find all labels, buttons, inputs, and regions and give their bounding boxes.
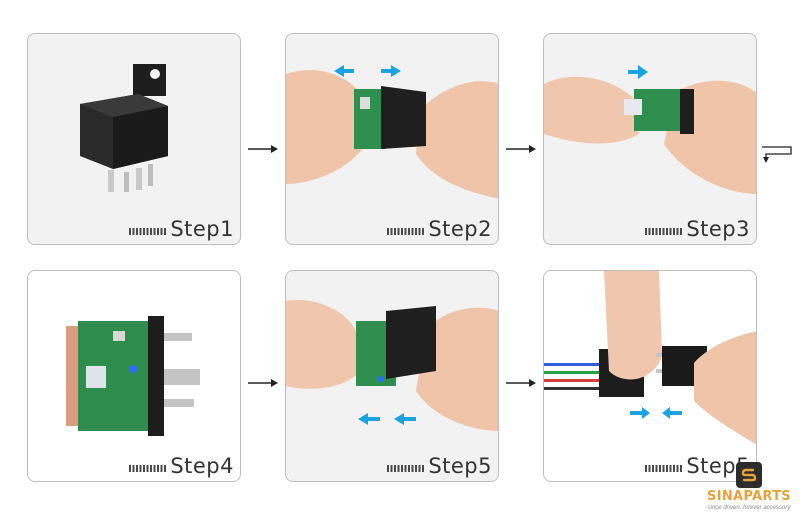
dots-decoration — [645, 465, 684, 472]
step-label: Step5 — [645, 456, 750, 477]
arrow-right-icon — [248, 145, 278, 153]
dots-decoration — [129, 228, 168, 235]
step-text: Step1 — [170, 217, 234, 241]
dots-decoration — [129, 465, 168, 472]
pcb-module-image — [66, 316, 200, 436]
step-text: Step2 — [428, 217, 492, 241]
open-relay-image — [286, 65, 498, 199]
step-label: Step5 — [387, 456, 492, 477]
step-text: Step4 — [170, 454, 234, 478]
step-label: Step1 — [129, 219, 234, 240]
step-label: Step4 — [129, 456, 234, 477]
close-relay-image — [286, 300, 498, 431]
connect-harness-image — [544, 271, 756, 445]
step6-card: Step5 — [543, 270, 757, 482]
step1-card: Step1 — [27, 33, 241, 245]
return-arrow-icon — [762, 146, 792, 163]
step-text: Step5 — [428, 454, 492, 478]
step2-card: Step2 — [285, 33, 499, 245]
step5-card: Step5 — [285, 270, 499, 482]
step4-card: Step4 — [27, 270, 241, 482]
step3-card: Step3 — [543, 33, 757, 245]
step-text: Step3 — [686, 217, 750, 241]
step-label: Step3 — [645, 219, 750, 240]
relay-image — [80, 64, 168, 192]
logo-tagline: since driven. forever accessory — [707, 505, 791, 511]
arrow-right-icon — [248, 379, 278, 387]
insert-sim-image — [544, 65, 756, 194]
sinaparts-logo: SINAPARTS since driven. forever accessor… — [703, 462, 795, 516]
dots-decoration — [645, 228, 684, 235]
arrow-right-icon — [506, 379, 536, 387]
step-text: Step5 — [686, 454, 750, 478]
step-label: Step2 — [387, 219, 492, 240]
logo-badge-icon — [736, 462, 762, 488]
dots-decoration — [387, 465, 426, 472]
logo-name: SINAPARTS — [707, 489, 791, 504]
arrow-right-icon — [506, 145, 536, 153]
dots-decoration — [387, 228, 426, 235]
